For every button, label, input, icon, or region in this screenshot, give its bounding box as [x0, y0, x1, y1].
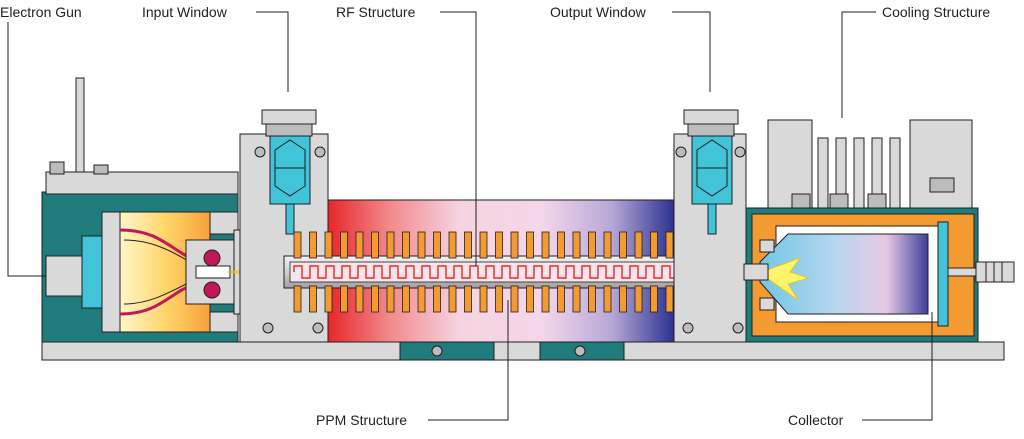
ppm-fin-bottom: [324, 285, 333, 313]
ppm-fin-top: [526, 231, 534, 259]
ppm-fin-top: [464, 231, 472, 259]
ppm-fin-top: [572, 231, 581, 259]
electron-gun-assembly: [41, 77, 273, 343]
ppm-fin-bottom: [417, 285, 426, 313]
label-input-window: Input Window: [142, 4, 227, 20]
leader-rf-structure: [440, 11, 477, 266]
ppm-fin-bottom: [479, 285, 488, 313]
ppm-fin-top: [557, 231, 565, 259]
ppm-fin-bottom: [526, 285, 534, 313]
ppm-fin-top: [619, 231, 627, 259]
beam-tube: [283, 255, 745, 289]
ppm-fin-top: [448, 231, 457, 259]
ppm-fin-top: [588, 231, 596, 259]
ppm-fin-top: [293, 231, 302, 259]
ppm-fin-top: [386, 231, 395, 259]
label-output-window: Output Window: [550, 4, 646, 20]
cooling-structure: [767, 119, 973, 213]
ppm-fin-bottom: [557, 285, 565, 313]
ppm-fin-bottom: [402, 285, 410, 313]
ppm-fin-bottom: [448, 285, 457, 313]
ppm-fin-top: [340, 231, 348, 259]
leader-ppm-structure: [428, 300, 509, 421]
leader-electron-gun: [7, 22, 46, 277]
ppm-fin-bottom: [309, 285, 317, 313]
leader-output-window: [672, 11, 711, 92]
base-plate: [41, 341, 1005, 361]
ppm-fin-bottom: [541, 285, 550, 313]
ppm-fin-bottom: [433, 285, 441, 313]
ppm-fin-top: [433, 231, 441, 259]
ppm-fin-bottom: [588, 285, 596, 313]
ppm-fin-bottom: [510, 285, 519, 313]
ppm-fin-bottom: [340, 285, 348, 313]
ppm-fin-bottom: [495, 285, 503, 313]
ppm-fin-top: [650, 231, 658, 259]
ppm-fin-top: [324, 231, 333, 259]
ppm-fin-top: [402, 231, 410, 259]
ppm-fins: [293, 231, 736, 313]
ppm-fin-bottom: [386, 285, 395, 313]
ppm-fin-top: [634, 231, 643, 259]
label-rf-structure: RF Structure: [336, 4, 416, 20]
ppm-fin-top: [665, 231, 674, 259]
leader-lines: [7, 11, 933, 421]
ppm-fin-top: [371, 231, 379, 259]
output-window-block: [673, 109, 747, 343]
ppm-fin-bottom: [619, 285, 627, 313]
ppm-fin-top: [495, 231, 503, 259]
ppm-fin-top: [510, 231, 519, 259]
collector-assembly: [743, 207, 1015, 343]
ppm-fin-bottom: [650, 285, 658, 313]
leader-cooling-structure: [841, 11, 876, 118]
label-electron-gun: Electron Gun: [0, 4, 82, 20]
ppm-fin-top: [355, 231, 364, 259]
label-collector: Collector: [788, 412, 844, 428]
ppm-fin-bottom: [665, 285, 674, 313]
ppm-fin-bottom: [355, 285, 364, 313]
ppm-fin-bottom: [293, 285, 302, 313]
label-ppm-structure: PPM Structure: [316, 412, 408, 428]
ppm-fin-bottom: [634, 285, 643, 313]
rf-meander-line: [293, 265, 742, 279]
ppm-fin-top: [309, 231, 317, 259]
ppm-fin-bottom: [371, 285, 379, 313]
ppm-fin-bottom: [572, 285, 581, 313]
ppm-fin-top: [479, 231, 488, 259]
ppm-fin-top: [541, 231, 550, 259]
ppm-fin-top: [603, 231, 612, 259]
ppm-fin-bottom: [464, 285, 472, 313]
ppm-fin-bottom: [603, 285, 612, 313]
leader-collector: [862, 312, 933, 421]
leader-input-window: [256, 11, 289, 92]
ppm-fin-top: [417, 231, 426, 259]
label-cooling-structure: Cooling Structure: [882, 4, 991, 20]
